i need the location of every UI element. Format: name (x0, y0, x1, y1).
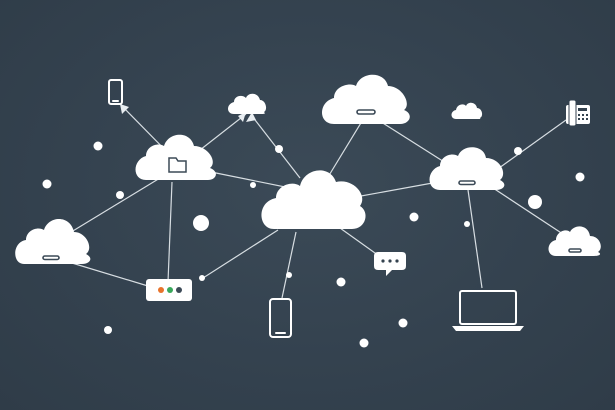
arrowhead-leftupper-smallcloud (238, 112, 246, 122)
link-leftupper-router (167, 181, 173, 283)
folder-icon (168, 157, 187, 173)
junction-dot (250, 182, 256, 188)
router-led-green (167, 287, 173, 293)
junction-dot (93, 141, 103, 151)
junction-dot (199, 275, 205, 281)
junction-dot (528, 195, 542, 209)
junction-dot (275, 145, 283, 153)
right-cloud-icon (429, 147, 505, 190)
link-central-phone-bottom (281, 231, 297, 299)
router-icon (146, 279, 192, 301)
link-leftlower-router (61, 259, 149, 287)
connection-lines (57, 104, 573, 299)
cloud-slot (568, 248, 582, 253)
junction-dot (514, 147, 522, 155)
smartphone-top-icon (108, 79, 123, 105)
router-led-orange (158, 287, 164, 293)
junction-dot (116, 191, 124, 199)
desk-phone-icon (566, 99, 590, 127)
cloud-slot (458, 180, 476, 186)
central-cloud-icon (261, 170, 366, 229)
link-right-farcloud (489, 185, 573, 241)
top-center-cloud-icon (322, 74, 410, 124)
junction-dot (286, 272, 292, 278)
small-cloud-top-icon (228, 93, 267, 114)
link-right-laptop (467, 189, 483, 289)
cloud-slot (356, 109, 376, 115)
router-led-dark (176, 287, 182, 293)
link-leftupper-leftlower (57, 177, 161, 241)
junction-dot (104, 326, 112, 334)
junction-dot (464, 221, 470, 227)
junction-dot (336, 277, 346, 287)
far-right-cloud-icon (548, 226, 601, 256)
junction-dot (575, 172, 585, 182)
tiny-cloud-top-right-icon (451, 102, 483, 119)
smartphone-bottom-icon (269, 298, 292, 338)
laptop-icon (452, 290, 524, 331)
junction-dot (193, 215, 209, 231)
link-central-router (202, 229, 279, 279)
junction-dot (359, 338, 369, 348)
cloud-slot (42, 255, 60, 261)
chat-bubble-icon (374, 252, 406, 276)
left-lower-cloud-icon (15, 219, 91, 264)
junction-dots (42, 141, 585, 348)
junction-dot (42, 179, 52, 189)
arrowhead-smallcloud (246, 112, 256, 122)
link-leftupper-smallcloud (199, 113, 247, 151)
arrowhead-phone-top (120, 104, 129, 114)
junction-dot (409, 212, 419, 222)
junction-dot (398, 318, 408, 328)
left-upper-cloud-icon (135, 134, 216, 180)
